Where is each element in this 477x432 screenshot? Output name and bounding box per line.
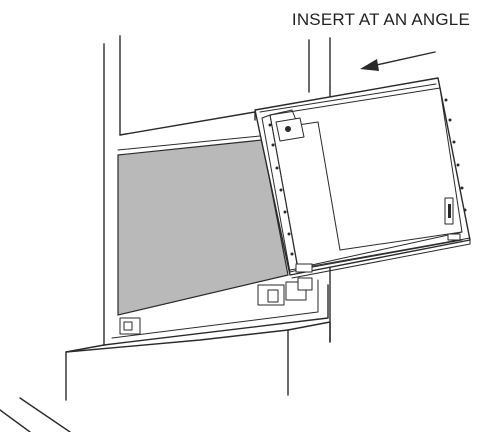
floor-bracket-hardware [119,277,313,335]
insertion-arrow [360,51,436,71]
cabinet-side-panel [117,139,289,316]
appliance-unit [254,77,471,279]
cabinet-base [0,321,331,432]
callout-label: INSERT AT AN ANGLE [291,10,470,29]
